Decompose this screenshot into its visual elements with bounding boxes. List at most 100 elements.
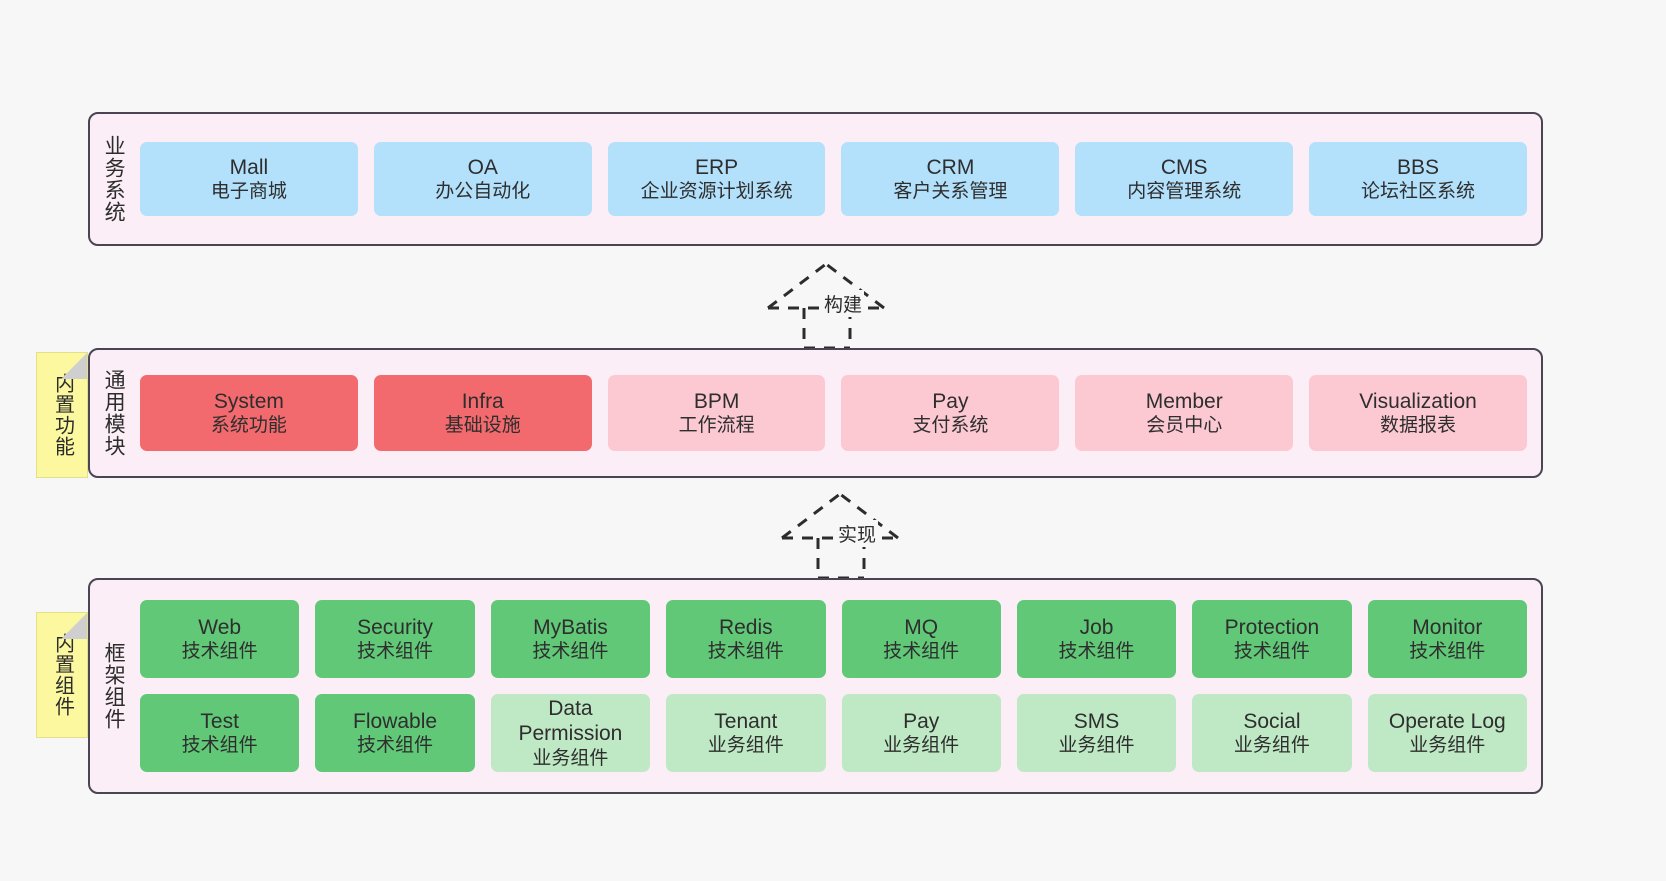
- node-redis[interactable]: Redis 技术组件: [666, 600, 826, 678]
- node-subtitle: 办公自动化: [435, 181, 531, 203]
- layer-body-business: Mall 电子商城 OA 办公自动化 ERP 企业资源计划系统 CRM 客户关系…: [136, 114, 1541, 244]
- node-subtitle: 电子商城: [210, 181, 287, 203]
- node-pay-module[interactable]: Pay 支付系统: [841, 375, 1060, 451]
- node-title: Social: [1243, 709, 1301, 733]
- layer-title-modules: 通用模块: [102, 369, 126, 457]
- node-subtitle: 技术组件: [532, 641, 609, 663]
- node-member[interactable]: Member 会员中心: [1075, 375, 1294, 451]
- layer-business-systems: 业务系统 Mall 电子商城 OA 办公自动化 ERP 企业资源计划系统 CRM…: [88, 112, 1543, 246]
- node-title: MyBatis: [533, 615, 608, 639]
- layer-title-framework: 框架组件: [102, 642, 126, 730]
- layer-framework-components: 框架组件 Web 技术组件 Security 技术组件 MyBatis 技术组件…: [88, 578, 1543, 794]
- node-infra[interactable]: Infra 基础设施: [373, 375, 592, 451]
- node-title: Security: [357, 615, 433, 639]
- arrow-head-right: [839, 492, 899, 540]
- node-mybatis[interactable]: MyBatis 技术组件: [490, 600, 651, 678]
- node-title: OA: [467, 155, 498, 179]
- node-subtitle: 企业资源计划系统: [640, 181, 793, 203]
- node-subtitle: 支付系统: [912, 415, 989, 437]
- layer-title-business: 业务系统: [102, 135, 126, 223]
- node-title: Operate Log: [1388, 709, 1506, 733]
- node-pay-component[interactable]: Pay 业务组件: [841, 694, 1001, 772]
- node-title: Test: [200, 709, 239, 733]
- node-subtitle: 业务组件: [1233, 735, 1310, 757]
- node-social[interactable]: Social 业务组件: [1192, 694, 1352, 772]
- node-job[interactable]: Job 技术组件: [1016, 600, 1177, 678]
- node-subtitle: 内容管理系统: [1127, 181, 1242, 203]
- node-title: Web: [198, 615, 242, 639]
- connector-label-build: 构建: [821, 290, 865, 317]
- node-subtitle: 基础设施: [444, 415, 521, 437]
- node-title: Member: [1145, 389, 1223, 413]
- sticky-note-builtin-components: 内置组件: [36, 612, 88, 738]
- arrow-head-right: [825, 262, 885, 310]
- node-title: MQ: [904, 615, 939, 639]
- node-title: Infra: [461, 389, 504, 413]
- node-title: Mall: [229, 155, 269, 179]
- node-subtitle: 技术组件: [181, 641, 258, 663]
- node-cms[interactable]: CMS 内容管理系统: [1075, 142, 1294, 216]
- node-subtitle: 会员中心: [1146, 415, 1223, 437]
- node-subtitle: 业务组件: [532, 748, 609, 770]
- node-subtitle: 业务组件: [1058, 735, 1135, 757]
- node-erp[interactable]: ERP 企业资源计划系统: [607, 142, 826, 216]
- framework-row-tech: Web 技术组件 Security 技术组件 MyBatis 技术组件 Redi…: [140, 600, 1527, 678]
- node-title: Protection: [1224, 615, 1320, 639]
- node-subtitle: 业务组件: [883, 735, 960, 757]
- node-title: Pay: [903, 709, 940, 733]
- business-row: Mall 电子商城 OA 办公自动化 ERP 企业资源计划系统 CRM 客户关系…: [140, 142, 1527, 216]
- node-title: Job: [1079, 615, 1114, 639]
- node-subtitle: 技术组件: [181, 735, 258, 757]
- node-flowable[interactable]: Flowable 技术组件: [315, 694, 475, 772]
- node-subtitle: 技术组件: [1058, 641, 1135, 663]
- arrow-head-left: [767, 262, 827, 310]
- node-subtitle: 论坛社区系统: [1361, 181, 1476, 203]
- node-tenant[interactable]: Tenant 业务组件: [666, 694, 826, 772]
- node-visualization[interactable]: Visualization 数据报表: [1309, 375, 1527, 451]
- node-title: SMS: [1073, 709, 1120, 733]
- sticky-note-label: 内置组件: [51, 633, 74, 717]
- layer-body-framework: Web 技术组件 Security 技术组件 MyBatis 技术组件 Redi…: [136, 580, 1541, 792]
- node-title: ERP: [694, 155, 739, 179]
- node-oa[interactable]: OA 办公自动化: [373, 142, 592, 216]
- node-mq[interactable]: MQ 技术组件: [841, 600, 1001, 678]
- node-title: BBS: [1397, 155, 1440, 179]
- node-system[interactable]: System 系统功能: [140, 375, 358, 451]
- node-crm[interactable]: CRM 客户关系管理: [841, 142, 1060, 216]
- node-subtitle: 业务组件: [1409, 735, 1486, 757]
- node-subtitle: 客户关系管理: [893, 181, 1008, 203]
- node-title: Pay: [932, 389, 969, 413]
- node-title: System: [213, 389, 284, 413]
- node-bpm[interactable]: BPM 工作流程: [607, 375, 826, 451]
- connector-realize: 实现: [772, 482, 942, 582]
- connector-build: 构建: [758, 252, 928, 352]
- node-mall[interactable]: Mall 电子商城: [140, 142, 358, 216]
- node-title: Redis: [718, 615, 773, 639]
- node-title: Data Permission: [518, 696, 623, 746]
- node-title: CRM: [926, 155, 975, 179]
- node-data-permission[interactable]: Data Permission 业务组件: [490, 694, 651, 772]
- arrow-head-left: [781, 492, 841, 540]
- node-bbs[interactable]: BBS 论坛社区系统: [1309, 142, 1527, 216]
- node-subtitle: 技术组件: [1233, 641, 1310, 663]
- node-subtitle: 业务组件: [707, 735, 784, 757]
- node-operate-log[interactable]: Operate Log 业务组件: [1367, 694, 1527, 772]
- node-title: Tenant: [714, 709, 778, 733]
- node-subtitle: 系统功能: [210, 415, 287, 437]
- node-subtitle: 数据报表: [1380, 415, 1457, 437]
- node-sms[interactable]: SMS 业务组件: [1016, 694, 1177, 772]
- node-monitor[interactable]: Monitor 技术组件: [1367, 600, 1527, 678]
- node-security[interactable]: Security 技术组件: [315, 600, 475, 678]
- sticky-note-label: 内置功能: [51, 373, 74, 457]
- connector-label-realize: 实现: [835, 520, 879, 547]
- node-title: Monitor: [1412, 615, 1483, 639]
- node-test[interactable]: Test 技术组件: [140, 694, 300, 772]
- layer-body-modules: System 系统功能 Infra 基础设施 BPM 工作流程 Pay 支付系统…: [136, 350, 1541, 476]
- node-web[interactable]: Web 技术组件: [140, 600, 300, 678]
- framework-row-business: Test 技术组件 Flowable 技术组件 Data Permission …: [140, 694, 1527, 772]
- node-subtitle: 工作流程: [678, 415, 755, 437]
- node-title: CMS: [1160, 155, 1208, 179]
- sticky-note-builtin-features: 内置功能: [36, 352, 88, 478]
- node-protection[interactable]: Protection 技术组件: [1192, 600, 1352, 678]
